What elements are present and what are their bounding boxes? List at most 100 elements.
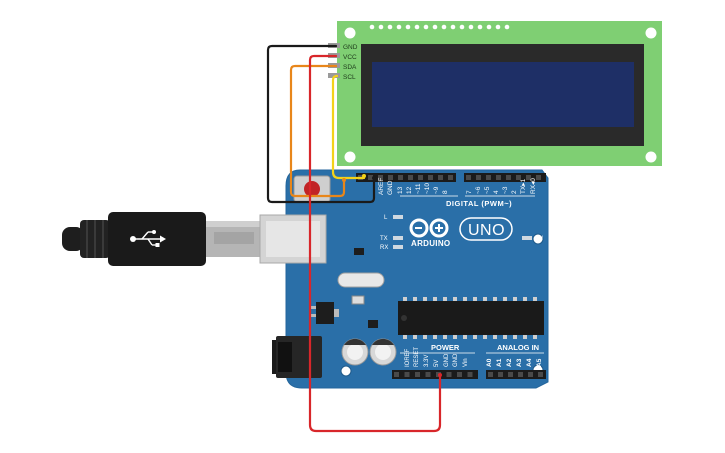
wire-endpoint xyxy=(362,174,366,178)
header-hole[interactable] xyxy=(457,372,462,377)
header-hole[interactable] xyxy=(446,372,452,377)
led-rx-label: RX xyxy=(380,245,388,251)
mounting-hole xyxy=(645,27,657,39)
capacitor xyxy=(369,338,397,366)
uno-badge xyxy=(459,217,513,241)
header-hole[interactable] xyxy=(488,372,493,377)
lcd-pad xyxy=(387,24,393,30)
digital-pin-label: 2 xyxy=(511,190,518,194)
header-hole[interactable] xyxy=(506,175,511,180)
header-hole[interactable] xyxy=(425,372,431,377)
usb-cable-tip xyxy=(62,227,84,251)
analog-header xyxy=(486,370,546,379)
wire-vcc[interactable] xyxy=(308,54,442,433)
crystal-oscillator xyxy=(337,272,385,288)
digital-pin-label: 7 xyxy=(466,190,473,194)
analog-pin-label: A3 xyxy=(516,358,523,367)
led-on xyxy=(522,236,532,240)
power-pin-label: 3.3V xyxy=(424,355,430,367)
lcd-pad xyxy=(378,24,384,30)
digital-pin-label: ~5 xyxy=(484,186,491,194)
lcd-pin-vcc-label: VCC xyxy=(343,54,357,61)
digital-pin-label: ~11 xyxy=(415,183,422,194)
header-hole[interactable] xyxy=(388,175,393,180)
mounting-hole xyxy=(344,27,356,39)
lcd-pad xyxy=(477,24,483,30)
header-hole[interactable] xyxy=(415,372,420,377)
lcd-pad xyxy=(432,24,438,30)
led-l-label: L xyxy=(384,215,388,221)
power-pin-label: 5V xyxy=(434,360,440,367)
power-pin-label: GND xyxy=(444,353,450,367)
lcd-pad xyxy=(441,24,447,30)
lcd-i2c-module[interactable]: GND VCC SDA SCL xyxy=(328,21,662,166)
lcd-pad xyxy=(486,24,492,30)
header-hole[interactable] xyxy=(448,175,453,180)
lcd-pad xyxy=(468,24,474,30)
digital-pin-label: ~6 xyxy=(475,186,482,194)
lcd-screen xyxy=(372,62,634,127)
wire-scl[interactable] xyxy=(331,74,366,180)
reset-button[interactable] xyxy=(293,175,331,203)
header-hole[interactable] xyxy=(404,372,410,377)
wire-endpoint xyxy=(438,373,442,377)
atmega-microcontroller xyxy=(398,297,544,339)
header-hole[interactable] xyxy=(467,372,473,377)
mounting-hole xyxy=(344,151,356,163)
uno-model-text: UNO xyxy=(468,222,505,239)
usb-cable[interactable] xyxy=(62,212,264,266)
mounting-hole xyxy=(645,151,657,163)
header-hole[interactable] xyxy=(408,175,413,180)
gnd-label: GND xyxy=(387,180,394,195)
smd-chip xyxy=(368,320,378,328)
header-hole[interactable] xyxy=(496,175,501,180)
wire-sda[interactable] xyxy=(289,64,346,198)
header-hole[interactable] xyxy=(526,175,531,180)
digital-pin-label: ~3 xyxy=(502,186,509,194)
header-hole[interactable] xyxy=(378,175,383,180)
header-hole[interactable] xyxy=(394,372,399,377)
header-hole[interactable] xyxy=(428,175,433,180)
header-hole[interactable] xyxy=(398,175,403,180)
analog-pin-label: A2 xyxy=(506,358,513,367)
header-hole[interactable] xyxy=(516,175,521,180)
header-hole[interactable] xyxy=(486,175,491,180)
digital-pin-label: 8 xyxy=(442,190,449,194)
digital-pwm-label: DIGITAL (PWM~) xyxy=(446,199,512,208)
lcd-pad xyxy=(495,24,501,30)
digital-header-left xyxy=(356,173,456,182)
mounting-hole xyxy=(340,365,352,377)
header-hole[interactable] xyxy=(528,372,533,377)
lcd-pad xyxy=(423,24,429,30)
lcd-pin-gnd-label: GND xyxy=(343,44,358,51)
lcd-pad xyxy=(459,24,465,30)
wire-gnd[interactable] xyxy=(266,44,376,204)
lcd-pad xyxy=(396,24,402,30)
header-hole[interactable] xyxy=(508,372,513,377)
digital-pin-label: TX▸1 xyxy=(520,178,527,194)
header-hole[interactable] xyxy=(538,372,543,377)
header-hole[interactable] xyxy=(438,175,443,180)
header-hole[interactable] xyxy=(466,175,471,180)
arduino-infinity-logo xyxy=(409,218,449,238)
header-hole[interactable] xyxy=(418,175,423,180)
led-l xyxy=(393,215,403,219)
analog-pin-label: A5 xyxy=(536,358,543,367)
led-rx xyxy=(393,245,403,249)
header-hole[interactable] xyxy=(536,175,541,180)
power-pin-label: IOREF xyxy=(405,348,411,367)
header-hole[interactable] xyxy=(476,175,481,180)
header-hole[interactable] xyxy=(368,175,373,180)
analog-pin-label: A0 xyxy=(486,358,493,367)
mounting-hole xyxy=(532,233,544,245)
analog-pin-label: A4 xyxy=(526,358,533,367)
digital-pin-label: ~9 xyxy=(433,186,440,194)
lcd-pad xyxy=(504,24,510,30)
led-on-label: ON xyxy=(534,236,543,242)
power-pin-label: RESET xyxy=(414,347,420,367)
voltage-regulator xyxy=(310,302,339,324)
header-hole[interactable] xyxy=(498,372,503,377)
digital-pin-label: 4 xyxy=(493,190,500,194)
header-hole[interactable] xyxy=(518,372,523,377)
